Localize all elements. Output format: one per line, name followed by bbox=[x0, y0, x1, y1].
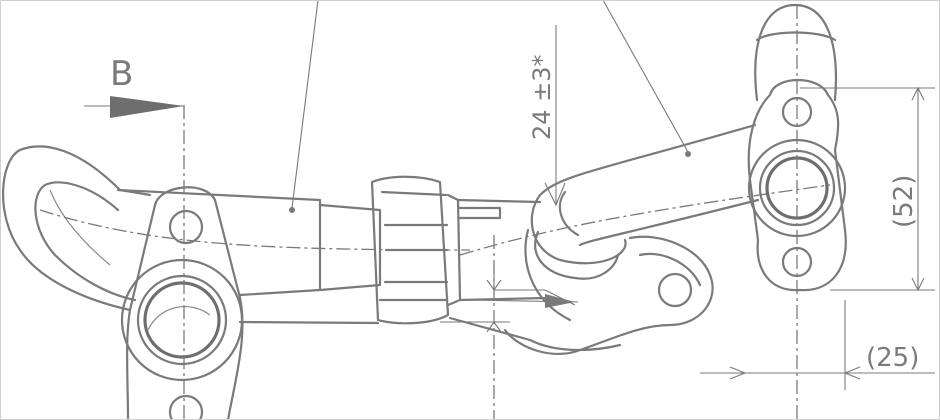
view-arrow-b: B bbox=[84, 54, 184, 118]
dimension-vertical-24: 24 ±3* bbox=[440, 25, 579, 333]
dimension-bottom-25: (25) bbox=[700, 300, 935, 390]
dim-arrow-head bbox=[545, 294, 575, 308]
right-angled-pipe bbox=[459, 123, 831, 280]
right-top-stub bbox=[754, 3, 837, 102]
left-elbow-pipe bbox=[1, 145, 152, 312]
dim-right-text: (52) bbox=[889, 175, 919, 228]
leader-lines bbox=[289, 0, 691, 213]
center-fitting bbox=[448, 198, 622, 352]
dim-vertical-text: 24 ±3* bbox=[528, 54, 556, 140]
lower-right-plate bbox=[503, 235, 714, 355]
view-label: B bbox=[110, 54, 133, 94]
left-flange bbox=[120, 186, 244, 420]
dimension-right-52: (52) bbox=[800, 86, 935, 292]
centre-lines bbox=[183, 5, 798, 420]
union-nut bbox=[370, 175, 462, 325]
dim-bottom-text: (25) bbox=[866, 343, 919, 373]
leader-dot bbox=[289, 207, 295, 213]
leader-dot bbox=[685, 151, 691, 157]
view-arrow-head bbox=[110, 96, 184, 118]
